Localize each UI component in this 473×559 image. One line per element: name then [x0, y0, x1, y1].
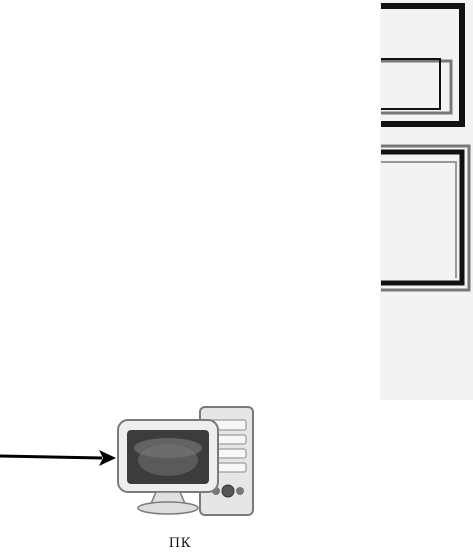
block-fragment-top	[381, 3, 465, 127]
desktop-computer-icon	[117, 406, 254, 516]
connection-arrow	[0, 450, 116, 466]
background-strip	[380, 0, 473, 400]
block-fragment-bottom	[381, 144, 471, 292]
pc-label: ПК	[168, 536, 192, 551]
